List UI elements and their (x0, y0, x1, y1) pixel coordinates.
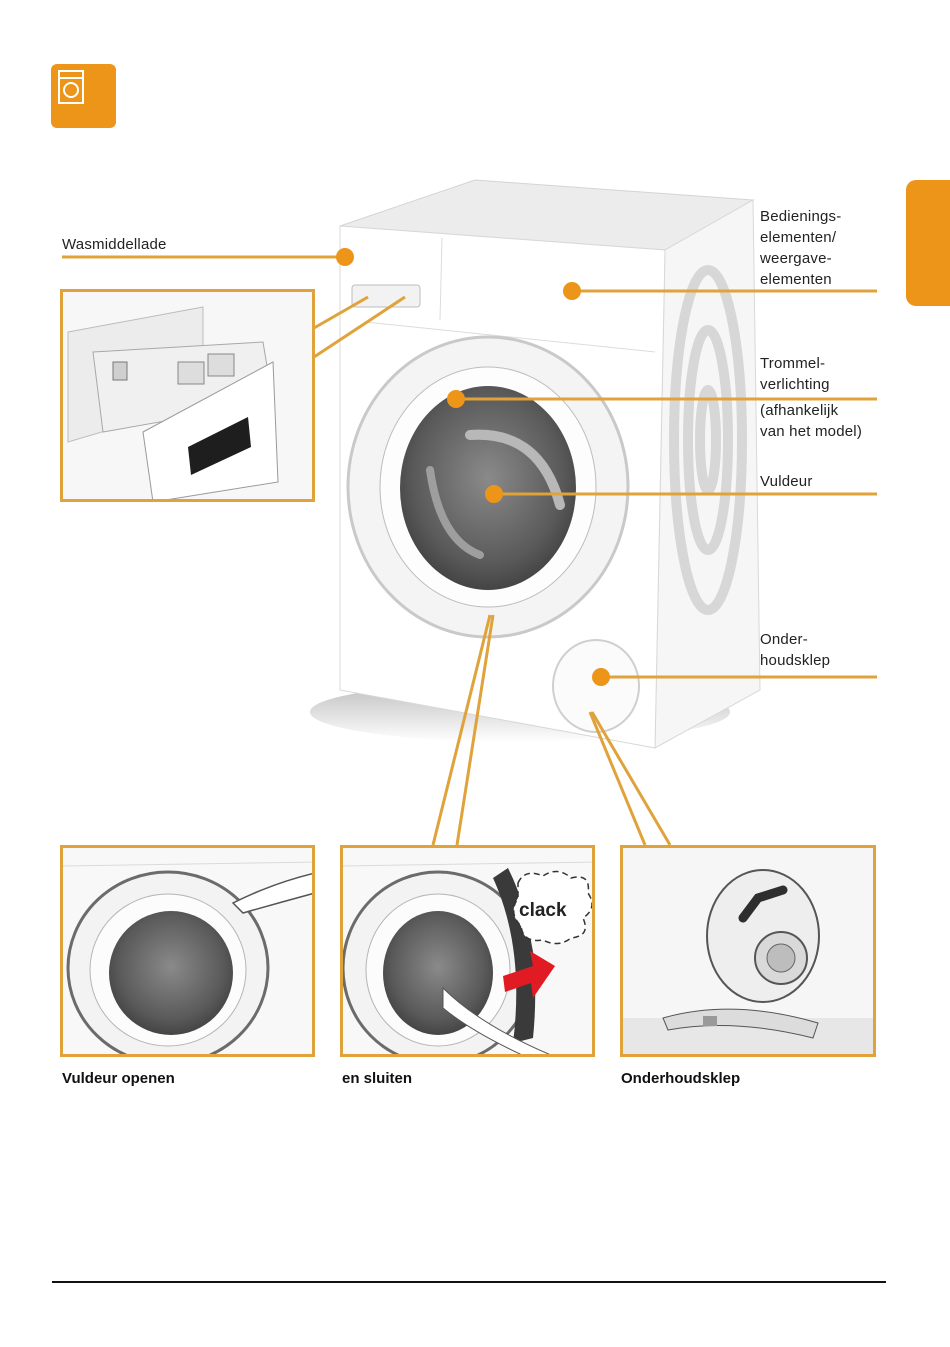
service-flap-caption: Onderhoudsklep (621, 1070, 740, 1087)
service-flap-label: Onder- houdsklep (760, 629, 830, 671)
footer-rule (52, 1281, 886, 1283)
detergent-drawer-handle (352, 285, 420, 307)
drum-light-note: (afhankelijk van het model) (760, 400, 862, 442)
service-flap-illustration (623, 848, 876, 1057)
open-door-panel (60, 845, 315, 1057)
close-door-panel: clack (340, 845, 595, 1057)
open-door-caption: Vuldeur openen (62, 1070, 175, 1087)
controls-label: Bedienings- elementen/ weergave- element… (760, 206, 841, 290)
open-door-illustration (63, 848, 315, 1057)
detergent-drawer-illustration (63, 292, 315, 502)
detergent-drawer-label: Wasmiddellade (62, 234, 167, 255)
close-door-caption: en sluiten (342, 1070, 412, 1087)
drum-light-label: Trommel- verlichting (760, 353, 830, 395)
close-door-illustration (343, 848, 595, 1057)
drawer-detail-panel (60, 289, 315, 502)
door-label: Vuldeur (760, 471, 813, 492)
clack-text: clack (519, 900, 567, 922)
service-flap-panel (620, 845, 876, 1057)
